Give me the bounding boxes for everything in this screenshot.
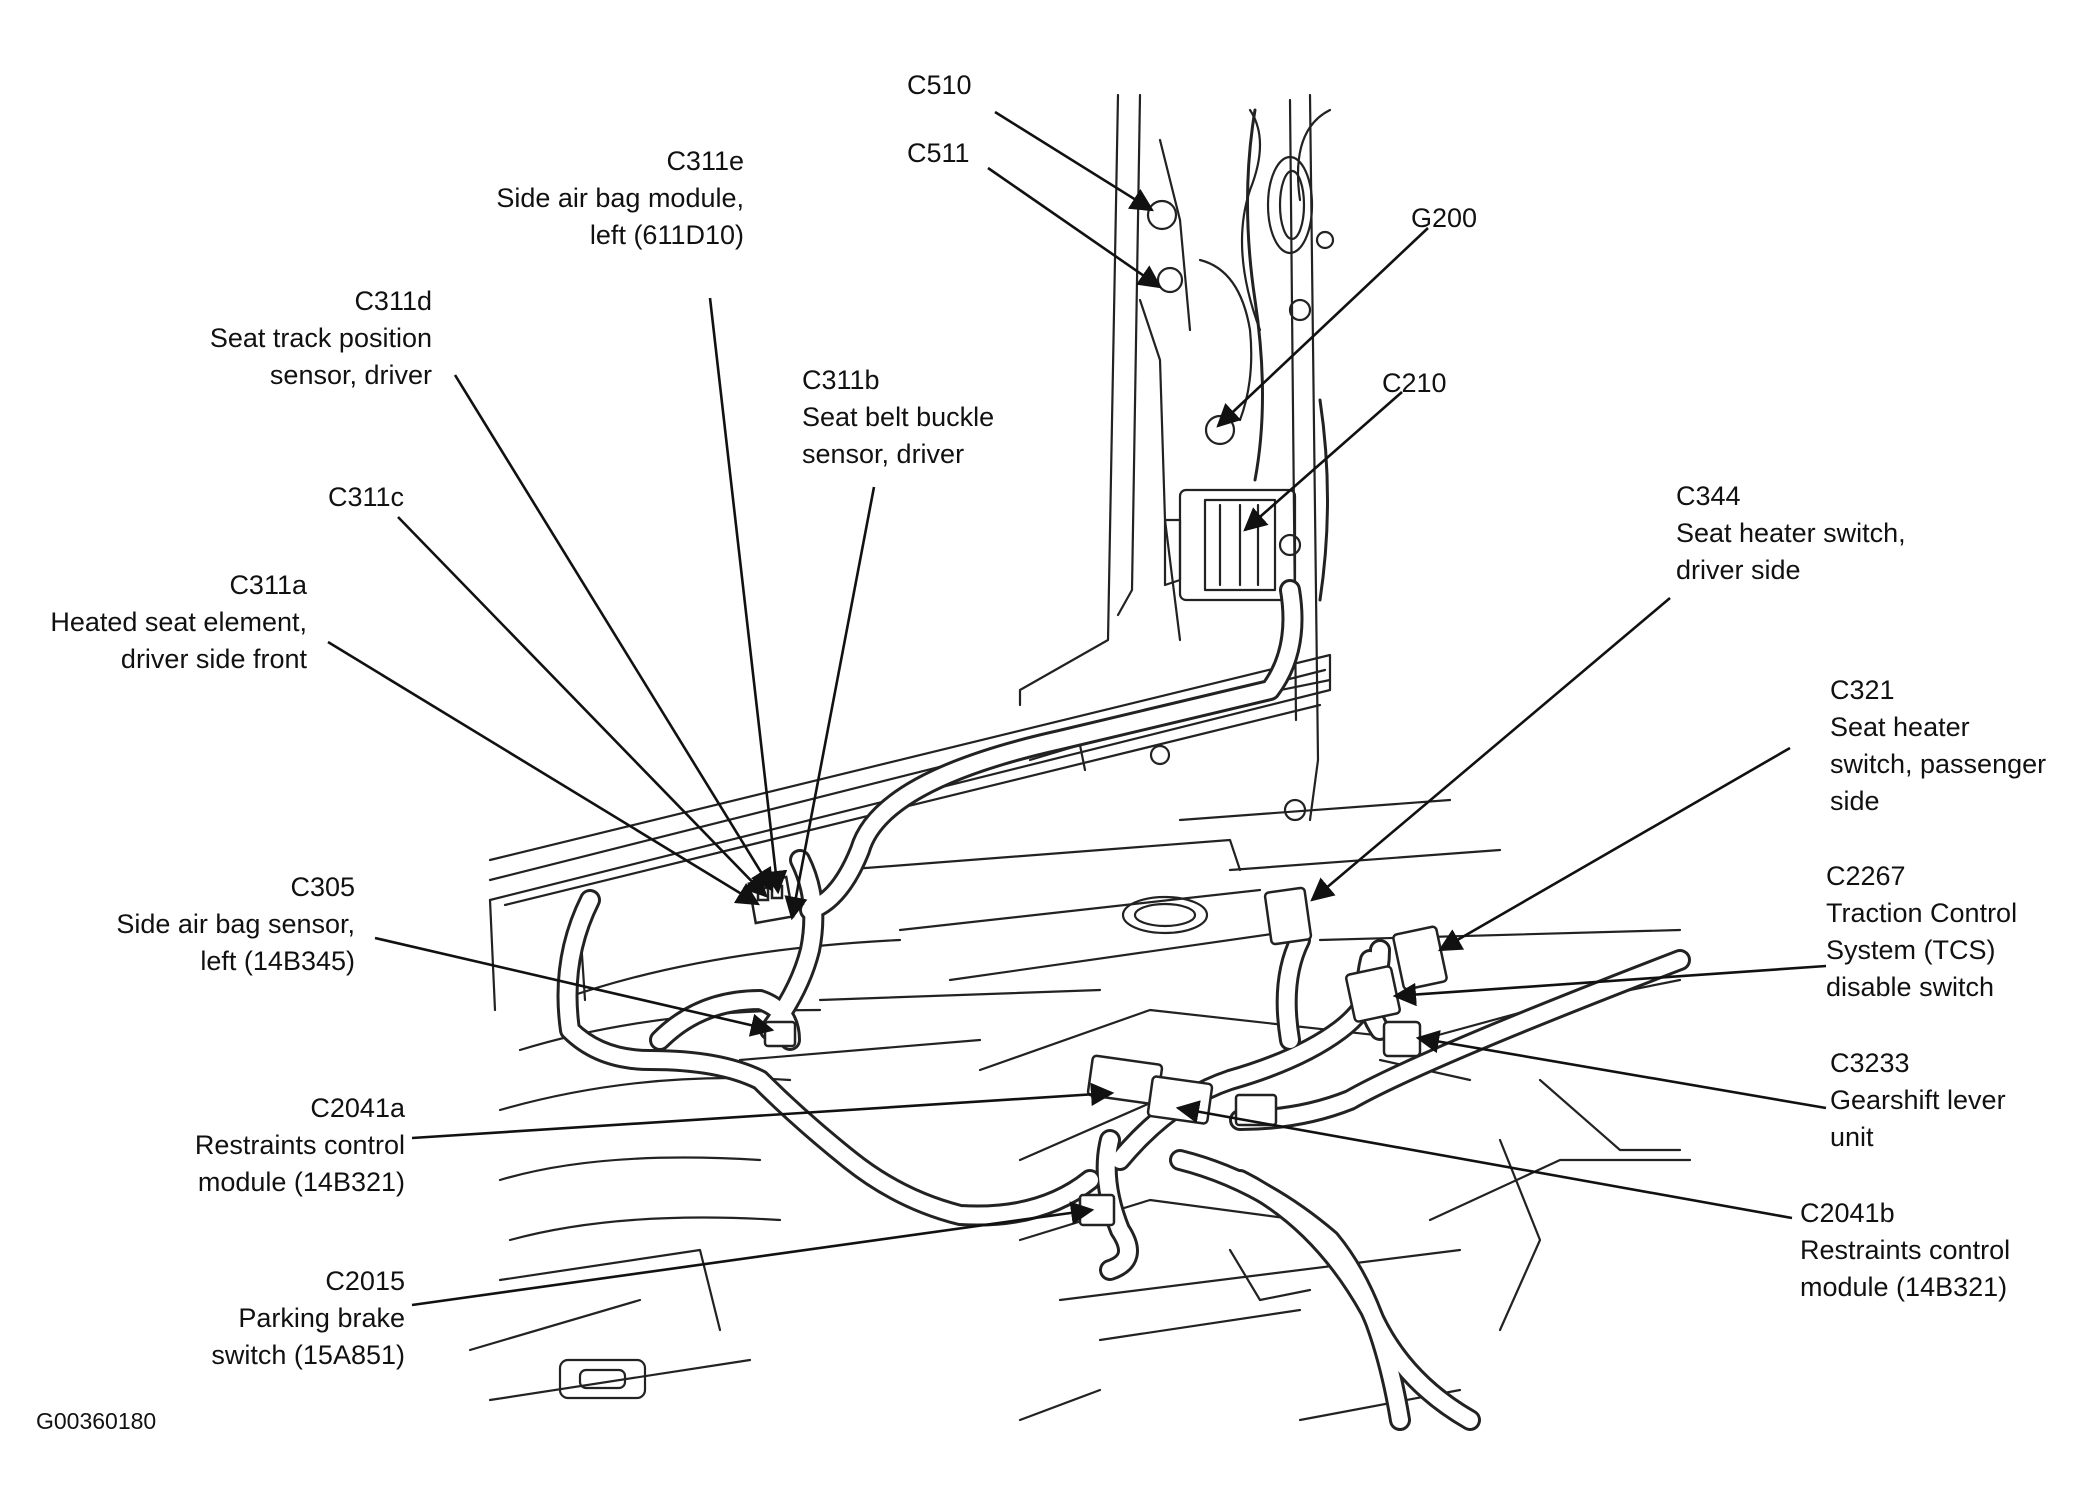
leader-lines <box>327 110 1827 1307</box>
callout-desc: Traction Control <box>1826 898 2018 928</box>
callout-desc: driver side front <box>120 644 307 674</box>
callout-c210: C210 <box>1382 365 1447 402</box>
leader-c2015 <box>411 1201 1095 1307</box>
callout-desc: Seat belt buckle <box>802 402 995 432</box>
callout-c510: C510 <box>907 67 972 104</box>
callout-c305: C305 Side air bag sensor, left (14B345) <box>116 869 355 980</box>
connector-c2041b <box>1146 1075 1214 1125</box>
callout-code: G200 <box>1411 203 1478 233</box>
leader-c2267 <box>1392 964 1827 1007</box>
leader-c311d <box>453 374 774 892</box>
callout-desc: Restraints control <box>1800 1235 2011 1265</box>
callout-desc: Side air bag module, <box>496 183 744 213</box>
callout-desc: Gearshift lever <box>1830 1085 2006 1115</box>
callout-desc: switch, passenger <box>1830 749 2047 779</box>
leader-g200 <box>1216 227 1429 428</box>
callout-desc: unit <box>1830 1122 1874 1152</box>
callout-c311a: C311a Heated seat element, driver side f… <box>50 567 307 678</box>
callout-desc: disable switch <box>1826 972 1995 1002</box>
callout-code: C311d <box>354 286 432 316</box>
callout-desc: left (611D10) <box>589 220 744 250</box>
leader-c3233 <box>1415 1030 1827 1110</box>
callout-c311c: C311c <box>328 479 404 516</box>
callout-desc: System (TCS) <box>1826 935 1996 965</box>
leader-c510 <box>994 110 1154 212</box>
leader-c311c <box>397 516 768 898</box>
callout-code: C321 <box>1830 675 1895 705</box>
callout-code: C311e <box>666 146 744 176</box>
connector-c305 <box>763 1020 797 1048</box>
callout-desc: Side air bag sensor, <box>116 909 355 939</box>
leader-c321 <box>1437 746 1791 952</box>
leader-c311b <box>784 486 876 921</box>
connector-c321 <box>1392 925 1448 991</box>
callout-g200: G200 <box>1411 200 1477 237</box>
callout-desc: Heated seat element, <box>50 607 307 637</box>
callout-c511: C511 <box>907 135 970 172</box>
leader-c2041b <box>1175 1100 1793 1220</box>
callout-desc: switch (15A851) <box>211 1340 405 1370</box>
callout-c311d: C311d Seat track position sensor, driver <box>210 283 432 394</box>
callout-desc: sensor, driver <box>269 360 432 390</box>
callout-code: C2267 <box>1826 861 1906 891</box>
callout-desc: sensor, driver <box>802 439 965 469</box>
leader-c344 <box>1310 597 1671 902</box>
callout-c3233: C3233 Gearshift lever unit <box>1830 1045 2006 1156</box>
callout-c2041a: C2041a Restraints control module (14B321… <box>195 1090 405 1201</box>
callout-desc: module (14B321) <box>1800 1272 2008 1302</box>
callout-code: C311b <box>802 365 880 395</box>
figure-id: G00360180 <box>36 1408 157 1434</box>
leader-c2041a <box>411 1082 1115 1140</box>
callout-desc: driver side <box>1676 555 1801 585</box>
callout-c311e: C311e Side air bag module, left (611D10) <box>496 143 744 254</box>
connector-c3233 <box>1382 1020 1422 1058</box>
callout-desc: Seat track position <box>209 323 432 353</box>
leader-c311a <box>327 640 760 906</box>
callout-code: C305 <box>290 872 355 902</box>
leader-c210 <box>1243 391 1403 532</box>
callout-desc: side <box>1830 786 1880 816</box>
leader-c305 <box>374 936 775 1037</box>
callout-c2041b: C2041b Restraints control module (14B321… <box>1800 1195 2010 1306</box>
callout-desc: Seat heater <box>1830 712 1970 742</box>
callout-code: C511 <box>907 138 970 168</box>
callout-code: C210 <box>1382 368 1447 398</box>
connector-c344 <box>1263 886 1313 946</box>
callout-desc: Parking brake <box>238 1303 405 1333</box>
callout-code: C3233 <box>1830 1048 1910 1078</box>
callout-code: C311c <box>327 482 404 512</box>
callout-desc: Restraints control <box>194 1130 405 1160</box>
callout-c2267: C2267 Traction Control System (TCS) disa… <box>1826 858 2017 1006</box>
callout-desc: left (14B345) <box>200 946 355 976</box>
leader-c311e <box>708 297 788 895</box>
leader-c511 <box>987 166 1162 289</box>
callout-desc: module (14B321) <box>197 1167 405 1197</box>
callout-code: C311a <box>229 570 307 600</box>
callout-code: C2015 <box>325 1266 405 1296</box>
callout-c321: C321 Seat heater switch, passenger side <box>1830 672 2046 820</box>
callout-desc: Seat heater switch, <box>1676 518 1906 548</box>
callout-code: C344 <box>1676 481 1741 511</box>
callout-code: C2041b <box>1800 1198 1895 1228</box>
callout-c311b: C311b Seat belt buckle sensor, driver <box>802 362 994 473</box>
callout-c344: C344 Seat heater switch, driver side <box>1676 478 1906 589</box>
connector-c2267 <box>1345 965 1401 1023</box>
callout-code: C2041a <box>310 1093 405 1123</box>
callout-code: C510 <box>907 70 972 100</box>
callout-c2015: C2015 Parking brake switch (15A851) <box>211 1263 405 1374</box>
wiring-harness <box>556 108 1691 1431</box>
